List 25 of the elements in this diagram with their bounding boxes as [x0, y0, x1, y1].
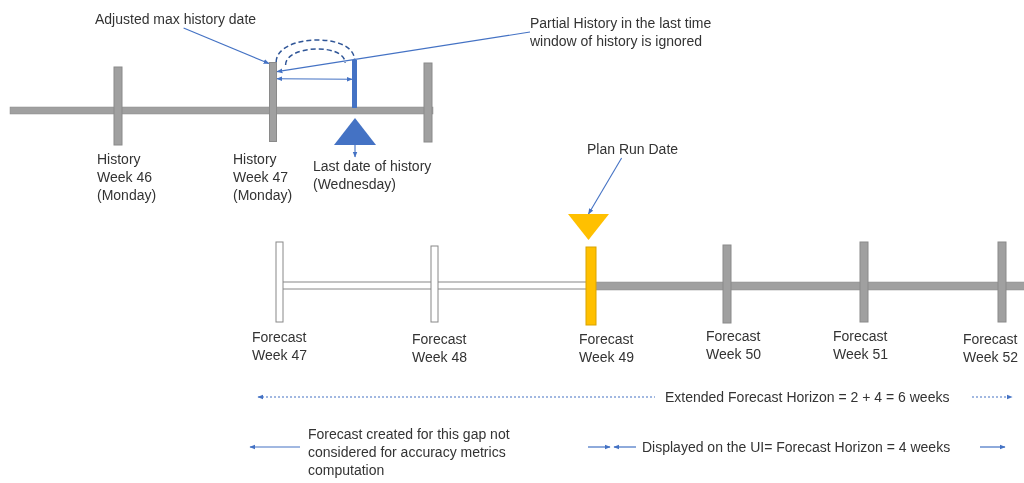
dashed-arc	[275, 39, 356, 66]
arrow	[352, 144, 358, 158]
double-arrow	[276, 76, 353, 82]
annotation-text: Partial History in the last time window of history is ignored	[530, 14, 745, 50]
annotation-text: Adjusted max history date	[95, 10, 257, 28]
week-label: Forecast Week 47	[252, 328, 308, 364]
week-label: History Week 46 (Monday)	[97, 150, 158, 204]
week-label: Forecast Week 48	[412, 330, 468, 366]
week-label: Forecast Week 49	[579, 330, 635, 366]
horizon-note: Extended Forecast Horizon = 2 + 4 = 6 weeks	[665, 388, 950, 406]
annotation-text: Plan Run Date	[587, 140, 679, 158]
week-label: Forecast Week 52	[963, 330, 1019, 366]
week-label: Forecast Week 50	[706, 327, 762, 363]
annotation-text: Last date of history (Wednesday)	[313, 157, 458, 193]
horizon-note: Forecast created for this gap not considered for accuracy metrics computation	[308, 425, 511, 479]
week-label: Forecast Week 51	[833, 327, 889, 363]
last-date-bar	[352, 60, 357, 108]
leader-line	[587, 157, 623, 215]
triangle-marker	[334, 118, 376, 145]
leader-line	[276, 31, 531, 74]
triangle-marker	[568, 214, 609, 240]
week-label: History Week 47 (Monday)	[233, 150, 294, 204]
leader-line	[183, 27, 270, 65]
horizon-note: Displayed on the UI= Forecast Horizon = 4 weeks	[642, 438, 951, 456]
tick-mark	[269, 62, 277, 142]
